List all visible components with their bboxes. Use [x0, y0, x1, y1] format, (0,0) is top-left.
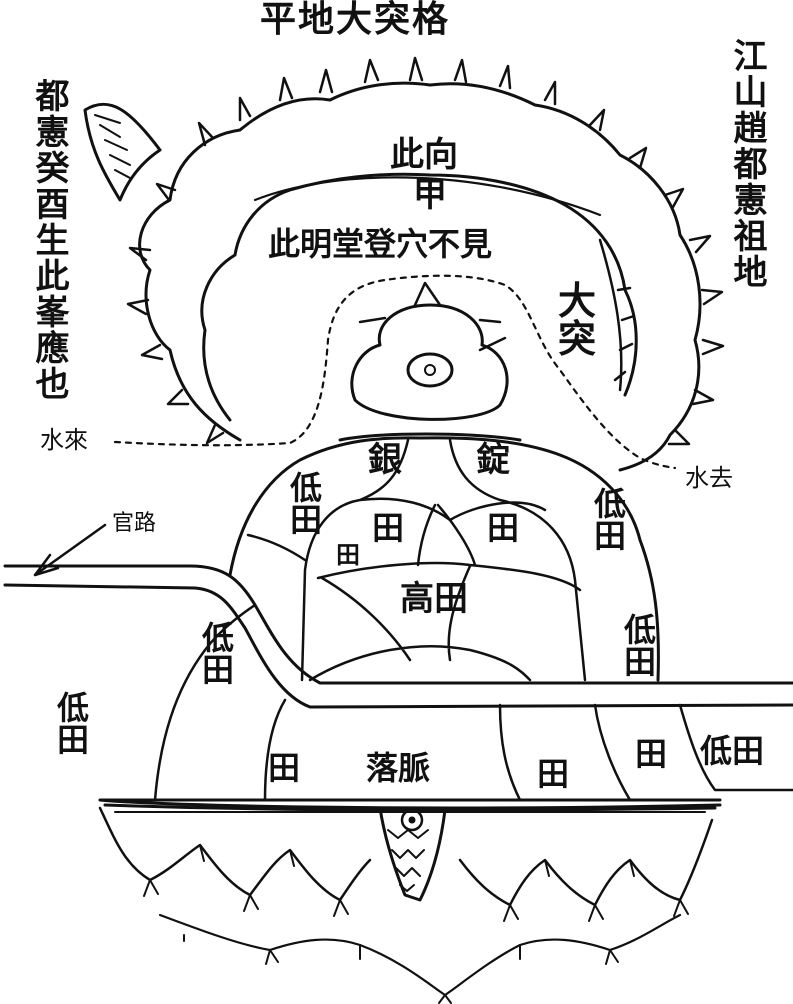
vein-node-center — [408, 816, 416, 824]
river-band — [98, 798, 722, 812]
inner-ridge-crest — [253, 176, 602, 217]
road-arrow — [33, 523, 107, 577]
lone-peak-hatch — [94, 114, 131, 179]
field-label-lower-left: 田 — [268, 749, 301, 787]
low-field-label-upper-right: 低田 — [593, 485, 626, 555]
water-line — [113, 274, 677, 470]
right-spur — [598, 238, 636, 392]
lower-ridge-spikes — [265, 944, 619, 1004]
acupoint — [406, 352, 454, 388]
low-field-label-upper-left: 低田 — [289, 469, 322, 539]
hall-note-label: 此明堂登穴不見 — [268, 225, 493, 263]
field-label-a: 田 — [372, 509, 405, 547]
field-label-lower-mid: 田 — [537, 755, 570, 793]
vein-node — [400, 808, 424, 832]
jia-direction-label: 甲 — [413, 175, 447, 215]
left-side-inscription: 都憲癸酉生此峯應也 — [29, 78, 69, 402]
lower-ridge — [158, 913, 682, 997]
mountain-spikes — [126, 56, 725, 446]
mound-peak — [358, 281, 507, 352]
central-mound — [350, 303, 509, 421]
acupoint-dot — [424, 364, 436, 376]
vein-shape — [378, 806, 447, 902]
field-label-lower-right: 田 — [635, 735, 668, 773]
low-field-label-far-left: 低田 — [56, 689, 89, 759]
inner-ridge — [200, 172, 638, 422]
official-road-label: 官路 — [112, 511, 157, 536]
mound-base — [338, 432, 522, 442]
big-bump-label: 大突 — [557, 279, 596, 361]
map-title: 平地大突格 — [260, 0, 451, 40]
lower-fields — [153, 603, 793, 802]
low-field-label-mid-left: 低田 — [201, 619, 234, 689]
water-inflow-label: 水來 — [40, 426, 88, 454]
field-divisions-upper — [416, 503, 477, 567]
silver-label: 銀 — [368, 440, 402, 480]
official-road — [3, 564, 793, 709]
plateau-outline — [228, 436, 660, 682]
low-field-label-right: 低田 — [623, 611, 656, 681]
this-facing-label: 此向 — [390, 135, 458, 175]
low-field-label-bottom-right: 低田 — [700, 732, 765, 770]
bottom-peaks-spikes — [143, 844, 689, 922]
right-side-inscription: 江山趙都憲祖地 — [727, 38, 767, 290]
falling-vein-label: 落脈 — [366, 749, 431, 787]
lone-peak — [83, 102, 162, 202]
mountain-ring — [138, 81, 702, 472]
high-field-label: 高田 — [400, 579, 468, 619]
field-label-c: 田 — [336, 541, 360, 569]
water-outflow-label: 水去 — [685, 464, 733, 492]
ingot-label: 錠 — [476, 440, 510, 480]
field-label-b: 田 — [487, 509, 520, 547]
